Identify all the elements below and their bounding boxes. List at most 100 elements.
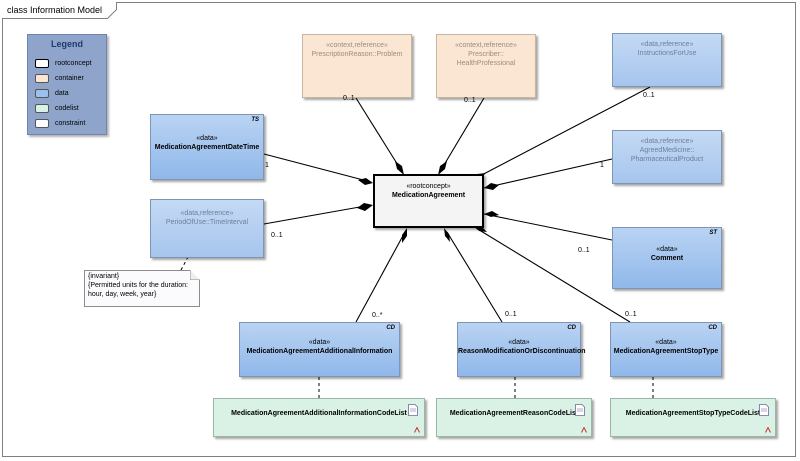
multiplicity-date-time: 1	[265, 162, 269, 169]
edge-reason-modification[interactable]	[446, 231, 503, 323]
edge-prescriber[interactable]	[440, 97, 485, 171]
diamond-prescription-reason	[395, 161, 404, 175]
diagram-frame-tab: class Information Model	[2, 2, 118, 19]
class-medication-agreement-stop-type[interactable]: CD «data» MedicationAgreementStopType	[610, 322, 722, 377]
edge-stop-type[interactable]	[475, 227, 631, 323]
multiplicity-period-of-use: 0..1	[271, 232, 283, 239]
multiplicity-agreed-medicine: 1	[600, 162, 604, 169]
multiplicity-comment: 0..1	[578, 247, 590, 254]
legend[interactable]: Legend rootconcept container data codeli…	[27, 34, 107, 135]
class-name: MedicationAgreement	[391, 192, 466, 199]
legend-label-constraint: constraint	[55, 120, 86, 127]
class-name-line1: AgreedMedicine::	[639, 147, 695, 154]
class-stereotype: «data,reference»	[640, 41, 694, 48]
class-name-line2: PharmaceuticalProduct	[630, 156, 704, 163]
class-name: PrescriptionReason::Problem	[311, 51, 403, 58]
class-name: InstructionsForUse	[637, 50, 697, 57]
diamond-comment	[484, 211, 499, 217]
codelist-name: MedicationAgreementAdditionalInformation…	[231, 410, 407, 417]
legend-label-data: data	[55, 90, 69, 97]
multiplicity-additional-info: 0..*	[372, 312, 383, 319]
class-name: Comment	[650, 255, 684, 262]
class-name-line2: HealthProfessional	[456, 60, 516, 67]
codelist-name: MedicationAgreementReasonCodeList	[449, 410, 579, 417]
frame-tab-corner-icon	[107, 9, 118, 19]
codelist-document-icon	[575, 404, 585, 416]
legend-title: Legend	[50, 39, 83, 49]
codelist-stop-type[interactable]: MedicationAgreementStopTypeCodeList	[610, 398, 776, 437]
class-stereotype: «data,reference»	[180, 210, 234, 217]
diamond-prescriber	[438, 161, 447, 175]
edge-period-of-use[interactable]	[263, 204, 372, 225]
edge-additional-info[interactable]	[355, 231, 406, 323]
class-datatype-tag: CD	[386, 325, 395, 331]
codelist-document-icon	[408, 404, 418, 416]
class-stereotype: «data»	[655, 339, 677, 346]
constraint-note[interactable]: {invariant} {Permitted units for the dur…	[84, 270, 200, 307]
class-prescriber[interactable]: «context,reference» Prescriber:: HealthP…	[436, 34, 536, 98]
codelist-document-icon	[759, 404, 769, 416]
class-medication-agreement-date-time[interactable]: TS «data» MedicationAgreementDateTime	[150, 114, 264, 180]
multiplicity-stop-type: 0..1	[625, 311, 637, 318]
class-stereotype: «data»	[308, 339, 331, 346]
edge-instructions[interactable]	[475, 86, 651, 179]
class-datatype-tag: TS	[251, 117, 259, 123]
class-name: MedicationAgreementAdditionalInformation	[246, 348, 393, 355]
class-stereotype: «rootconcept»	[406, 183, 451, 190]
codelist-marker-icon	[414, 427, 420, 433]
class-comment[interactable]: ST «data» Comment	[612, 227, 722, 289]
class-name: PeriodOfUse::TimeInterval	[165, 219, 249, 226]
class-name: MedicationAgreementStopType	[613, 348, 719, 355]
codelist-name: MedicationAgreementStopTypeCodeList	[625, 410, 761, 417]
legend-swatch-container	[35, 74, 49, 83]
legend-label-codelist: codelist	[55, 105, 79, 112]
legend-label-container: container	[55, 75, 84, 82]
diamond-reason-modification	[444, 228, 450, 242]
diagram-title: class Information Model	[7, 5, 103, 15]
diagram-frame	[2, 2, 796, 457]
constraint-note-line1: {invariant}	[88, 273, 120, 280]
legend-swatch-constraint	[35, 119, 49, 128]
class-stereotype: «context,reference»	[455, 42, 517, 49]
class-prescription-reason[interactable]: «context,reference» PrescriptionReason::…	[302, 34, 412, 98]
class-datatype-tag: ST	[709, 230, 717, 236]
class-stereotype: «data»	[196, 135, 218, 142]
class-reason-modification-or-discontinuation[interactable]: CD «data» ReasonModificationOrDiscontinu…	[457, 322, 586, 377]
edge-date-time[interactable]	[263, 153, 372, 183]
class-stereotype: «data»	[656, 246, 678, 253]
class-name: ReasonModificationOrDiscontinuation	[458, 348, 586, 355]
class-stereotype: «context,reference»	[326, 42, 388, 49]
constraint-link[interactable]	[180, 256, 189, 271]
codelist-marker-icon	[765, 427, 771, 433]
codelist-marker-icon	[581, 427, 587, 433]
legend-swatch-codelist	[35, 104, 49, 113]
diamond-additional-info	[402, 228, 407, 243]
codelist-reason[interactable]: MedicationAgreementReasonCodeList	[436, 398, 592, 437]
note-corner-icon	[190, 270, 200, 280]
class-datatype-tag: CD	[708, 325, 717, 331]
class-instructions-for-use[interactable]: «data,reference» InstructionsForUse	[612, 33, 722, 87]
diamond-period-of-use	[357, 203, 373, 211]
class-datatype-tag: CD	[567, 325, 576, 331]
diamond-date-time	[358, 178, 373, 185]
constraint-note-line2: {Permitted units for the duration:	[88, 282, 188, 289]
class-medication-agreement-root[interactable]: «rootconcept» MedicationAgreement	[373, 174, 484, 228]
edge-agreed-medicine[interactable]	[483, 158, 613, 189]
class-agreed-medicine[interactable]: «data,reference» AgreedMedicine:: Pharma…	[612, 130, 722, 184]
multiplicity-reason-modification: 0..1	[505, 311, 517, 318]
legend-label-rootconcept: rootconcept	[55, 60, 92, 67]
codelist-additional-information[interactable]: MedicationAgreementAdditionalInformation…	[213, 398, 425, 437]
edge-comment[interactable]	[483, 213, 613, 241]
multiplicity-prescription-reason: 0..1	[343, 95, 355, 102]
legend-swatch-data	[35, 89, 49, 98]
multiplicity-prescriber: 0..1	[464, 97, 476, 104]
edge-prescription-reason[interactable]	[355, 97, 402, 171]
class-stereotype: «data»	[508, 339, 530, 346]
class-medication-agreement-additional-information[interactable]: CD «data» MedicationAgreementAdditionalI…	[239, 322, 400, 377]
class-period-of-use[interactable]: «data,reference» PeriodOfUse::TimeInterv…	[150, 199, 264, 258]
legend-swatch-rootconcept	[35, 59, 49, 68]
constraint-note-line3: hour, day, week, year}	[88, 291, 157, 298]
diamond-agreed-medicine	[484, 183, 499, 190]
